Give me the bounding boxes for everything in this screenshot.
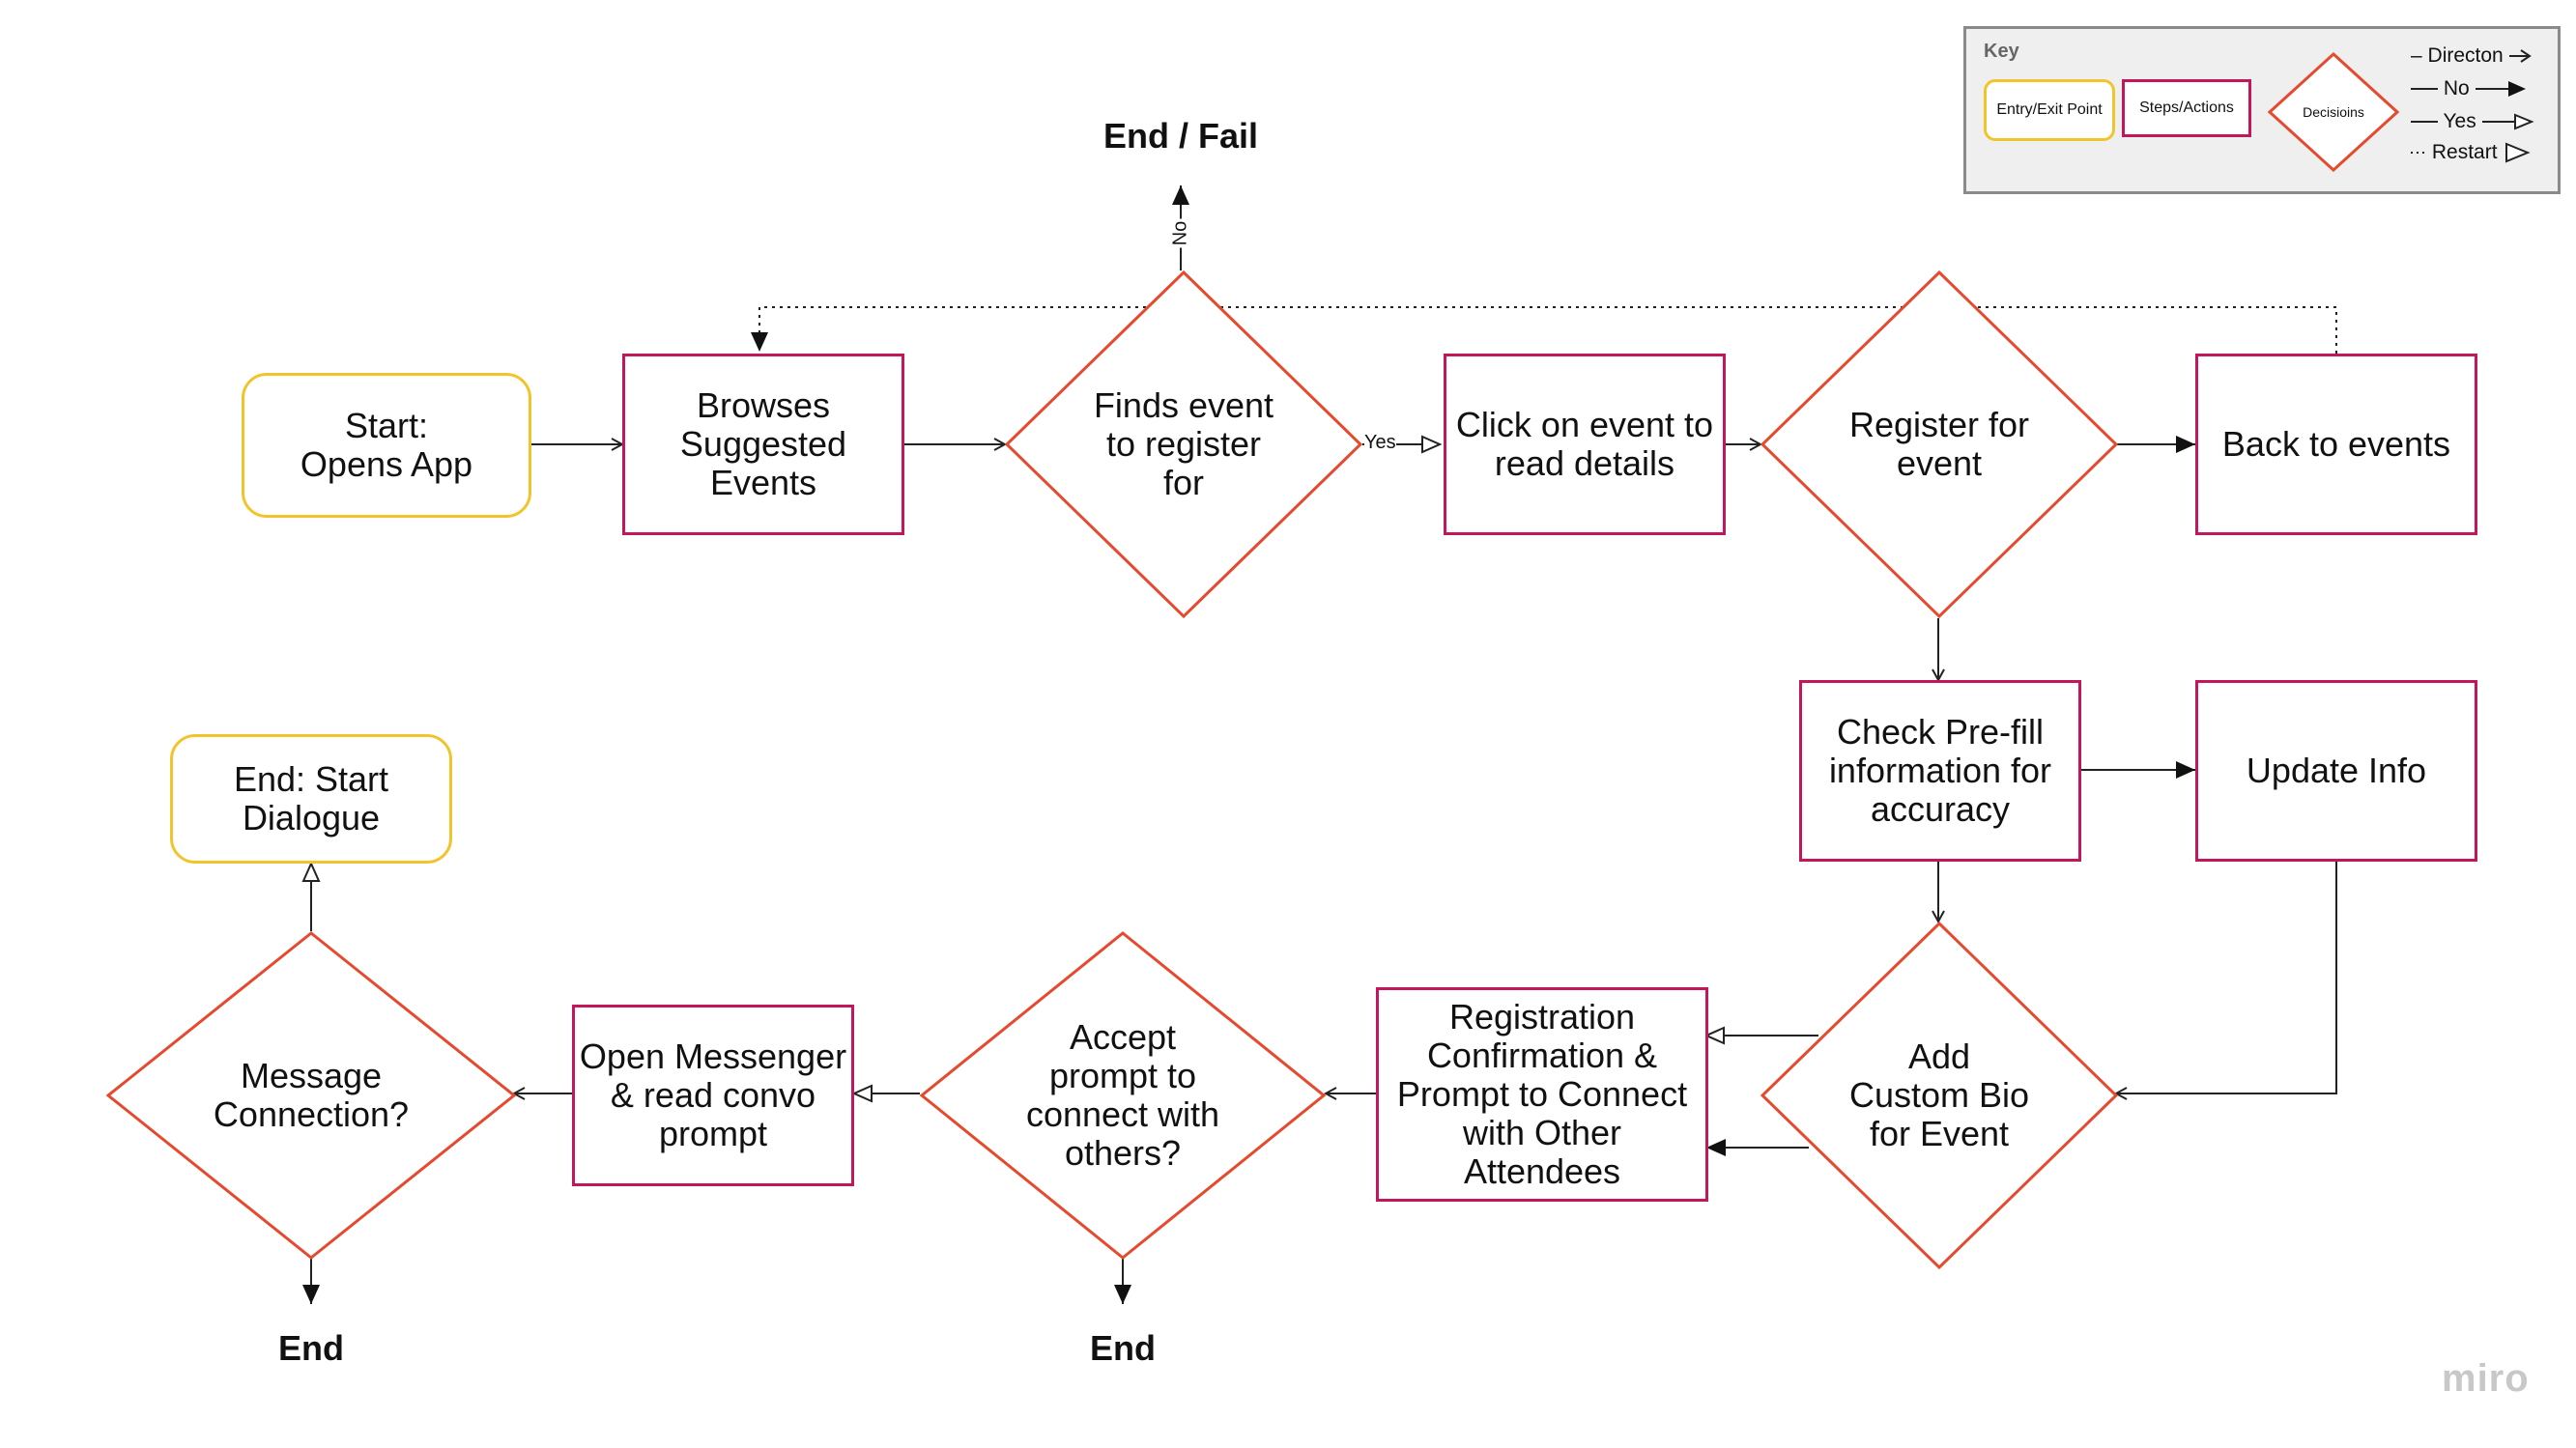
- registration-confirmation-node[interactable]: Registration Confirmation & Prompt to Co…: [1376, 987, 1708, 1202]
- solid-arrow-icon: [2475, 81, 2526, 98]
- edge-label-no: No: [1169, 218, 1192, 248]
- click-event-node[interactable]: Click on event to read details: [1444, 354, 1726, 535]
- legend-yes-label: Yes: [2443, 110, 2476, 132]
- diamond-shape: [1760, 922, 2118, 1269]
- edge-restart-back-browse: [751, 306, 2337, 354]
- end-label-message: End: [278, 1328, 344, 1368]
- check-prefill-label: Check Pre-fill information for accuracy: [1828, 712, 2052, 829]
- custom-bio-decision[interactable]: Add Custom Bio for Event: [1760, 922, 2118, 1269]
- edge-update-bio: [2116, 861, 2337, 1093]
- open-messenger-node[interactable]: Open Messenger & read convo prompt: [572, 1005, 854, 1186]
- check-prefill-node[interactable]: Check Pre-fill information for accuracy: [1799, 680, 2081, 862]
- back-to-events-label: Back to events: [2221, 424, 2451, 464]
- legend-direction-line: –: [2411, 44, 2422, 67]
- diamond-shape: [1005, 270, 1362, 618]
- click-event-label: Click on event to read details: [1455, 405, 1714, 483]
- start-node[interactable]: Start: Opens App: [242, 373, 531, 518]
- register-event-label: Register for event: [1848, 405, 2030, 483]
- register-event-decision[interactable]: Register for event: [1760, 270, 2118, 618]
- diamond-shape: [1760, 270, 2118, 618]
- end-dialogue-label: End: Start Dialogue: [233, 759, 389, 838]
- legend-yes-line: [2411, 121, 2438, 124]
- legend-restart-line: [2411, 152, 2426, 155]
- legend-restart-label: Restart: [2431, 141, 2498, 163]
- legend-decision-sample: Decisioins: [2267, 51, 2400, 173]
- end-dialogue-node[interactable]: End: Start Dialogue: [170, 734, 452, 864]
- end-label-accept: End: [1090, 1328, 1156, 1368]
- legend-direction: – Directon: [2411, 44, 2533, 68]
- legend-no-label: No: [2443, 77, 2470, 99]
- legend-diamond-shape: [2267, 51, 2400, 173]
- end-fail-label: End / Fail: [1102, 116, 1258, 156]
- message-connection-label: Message Connection?: [213, 1056, 410, 1134]
- miro-watermark: miro: [2442, 1357, 2530, 1400]
- custom-bio-label: Add Custom Bio for Event: [1848, 1036, 2030, 1153]
- legend-yes: Yes: [2411, 110, 2534, 133]
- legend-decision-label: Decisioins: [2303, 104, 2364, 120]
- restart-arrow-icon: [2505, 142, 2532, 163]
- legend-restart: Restart: [2411, 141, 2532, 164]
- diamond-shape: [920, 931, 1326, 1260]
- edge-label-yes: Yes: [1364, 432, 1396, 454]
- back-to-events-node[interactable]: Back to events: [2195, 354, 2477, 535]
- update-info-node[interactable]: Update Info: [2195, 680, 2477, 862]
- legend-key: Key Entry/Exit Point Steps/Actions Decis…: [1963, 26, 2561, 194]
- hollow-arrow-icon: [2481, 113, 2534, 130]
- update-info-label: Update Info: [2246, 751, 2427, 790]
- legend-no: No: [2411, 77, 2528, 100]
- open-messenger-label: Open Messenger & read convo prompt: [579, 1036, 847, 1153]
- browse-events-label: Browses Suggested Events: [679, 385, 847, 502]
- finds-event-decision[interactable]: Finds event to register for: [1005, 270, 1362, 618]
- legend-step-sample: Steps/Actions: [2122, 79, 2251, 137]
- registration-confirmation-label: Registration Confirmation & Prompt to Co…: [1396, 997, 1688, 1191]
- message-connection-decision[interactable]: Message Connection?: [106, 931, 516, 1260]
- open-arrow-icon: [2508, 49, 2532, 64]
- browse-events-node[interactable]: Browses Suggested Events: [622, 354, 904, 535]
- legend-no-line: [2411, 88, 2438, 91]
- finds-event-label: Finds event to register for: [1093, 385, 1274, 502]
- diamond-shape: [106, 931, 516, 1260]
- accept-prompt-decision[interactable]: Accept prompt to connect with others?: [920, 931, 1326, 1260]
- legend-direction-label: Directon: [2427, 44, 2504, 67]
- legend-title: Key: [1984, 41, 2019, 62]
- legend-entry-sample: Entry/Exit Point: [1984, 79, 2115, 141]
- accept-prompt-label: Accept prompt to connect with others?: [1025, 1017, 1220, 1173]
- start-node-label: Start: Opens App: [300, 406, 473, 484]
